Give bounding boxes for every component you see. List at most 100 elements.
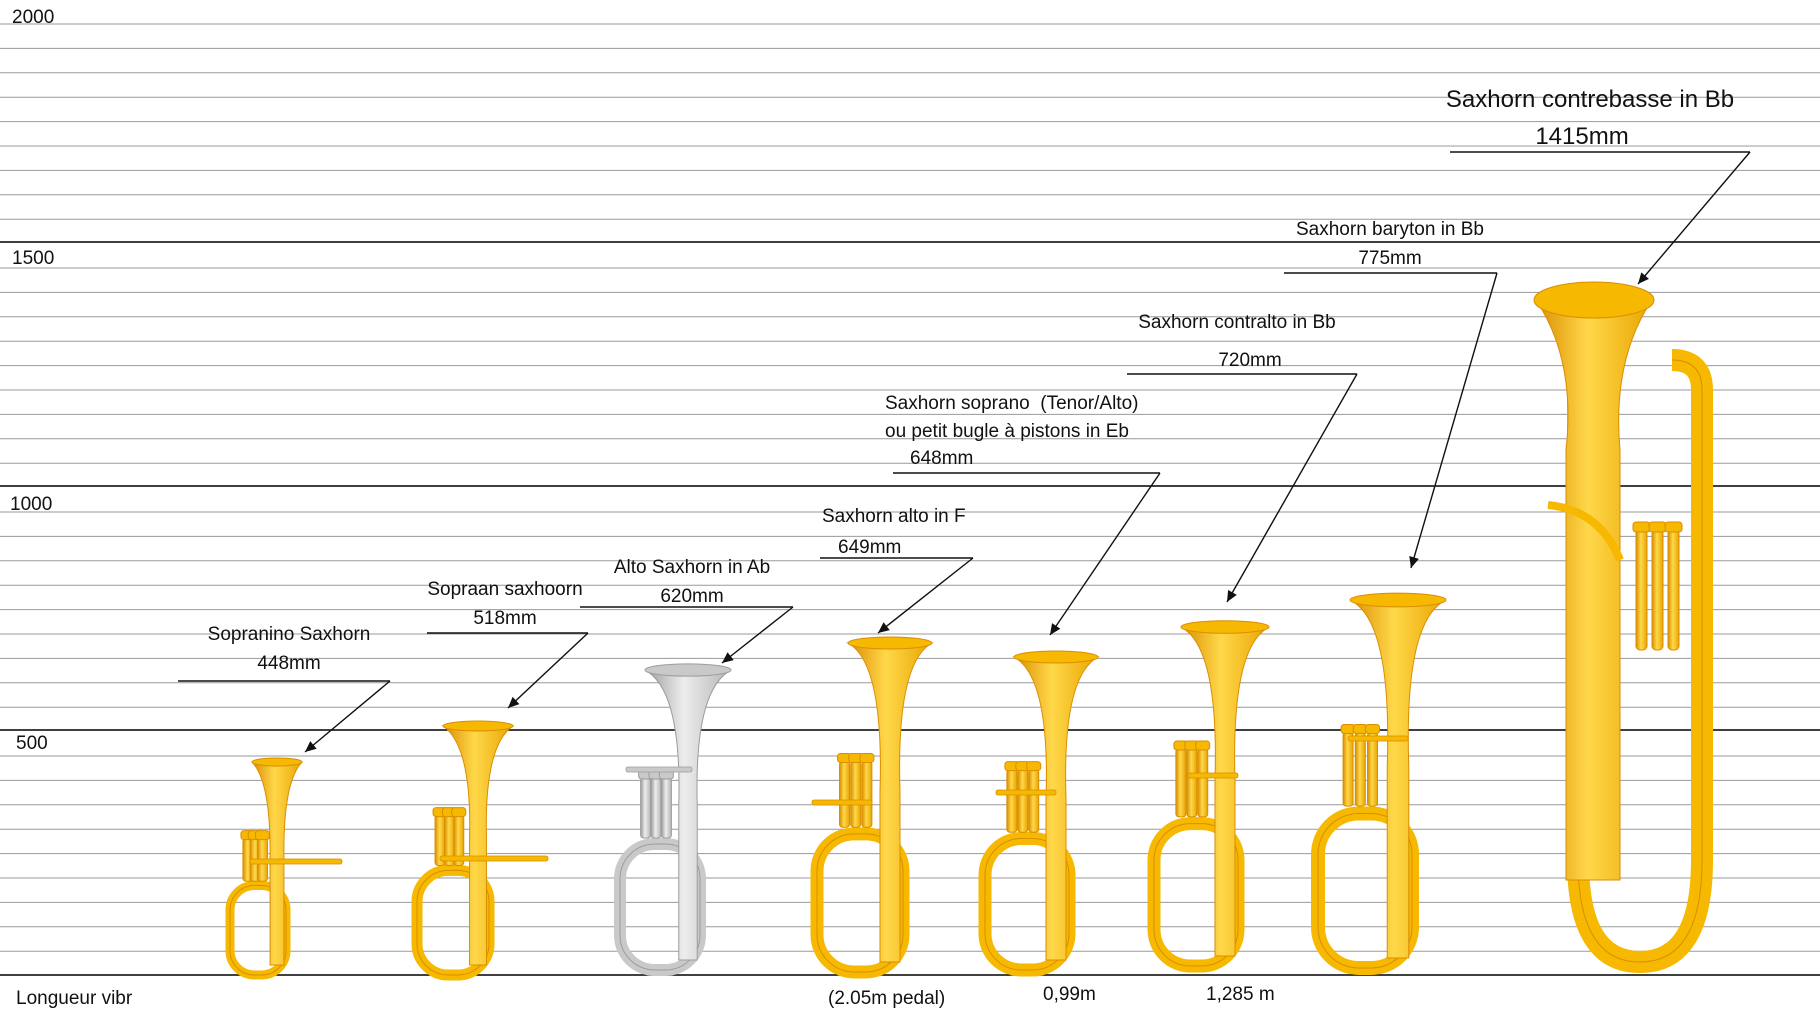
label-name-sopraan: Sopraan saxhoorn	[427, 579, 583, 600]
horn-leadpipe	[625, 766, 693, 773]
label-size-sopranino: 448mm	[257, 653, 321, 674]
label-name-sopranino: Sopranino Saxhorn	[207, 624, 371, 645]
horn-valve	[839, 760, 851, 828]
contrebasse-tube-edge	[1577, 359, 1703, 963]
leader-arrow-line	[304, 680, 391, 753]
leader-arrow-line	[1637, 151, 1751, 285]
leader-arrow-line	[1410, 272, 1498, 569]
horn-instrument	[810, 636, 934, 979]
label-name-alto-f: Saxhorn alto in F	[822, 506, 966, 527]
label-name-soprano-line1: Saxhorn soprano (Tenor/Alto)	[885, 393, 1139, 414]
horn-bell	[1349, 599, 1447, 959]
horn-leadpipe	[439, 855, 549, 862]
label-size-alto-f: 649mm	[838, 537, 902, 558]
horn-bell-rim	[1180, 620, 1270, 634]
contrebasse-valve-cap	[1664, 521, 1683, 533]
horn-bell	[1180, 626, 1270, 957]
label-size-contrebasse: 1415mm	[1535, 123, 1629, 150]
horn-valve	[1175, 748, 1187, 818]
horn-instrument-contrebasse	[1533, 281, 1713, 974]
label-name-soprano-line2: ou petit bugle à pistons in Eb	[885, 421, 1130, 442]
horn-valve	[1006, 769, 1018, 833]
horn-valve	[660, 777, 672, 839]
leader-arrow-line	[507, 632, 589, 709]
label-footnote-alto-f: (2.05m pedal)	[828, 988, 946, 1009]
horn-instrument	[1311, 592, 1447, 975]
arrowhead	[722, 652, 734, 663]
horn-loop-edge	[229, 885, 287, 976]
horn-bell-rim	[1349, 592, 1447, 608]
horn-valve-cap	[1026, 761, 1042, 772]
horn-instrument	[614, 663, 732, 976]
horn-bell	[644, 669, 732, 961]
horn-valve	[1017, 769, 1029, 833]
contrebasse-valve	[1651, 529, 1664, 651]
axis-tick-1000: 1000	[10, 494, 53, 515]
contrebasse-valve	[1667, 529, 1680, 651]
contrebasse-bell-rim	[1533, 281, 1655, 319]
contrebasse-valve-cap	[1648, 521, 1667, 533]
horn-valve	[861, 760, 873, 828]
horn-leadpipe	[249, 858, 343, 865]
contrebasse-valve	[1635, 529, 1648, 651]
leader-arrow-line	[1226, 373, 1358, 603]
horn-valve	[850, 760, 862, 828]
horn-leadpipe	[811, 799, 873, 806]
label-size-contralto: 720mm	[1218, 350, 1282, 371]
horn-leadpipe	[1187, 772, 1239, 779]
horn-valve	[640, 777, 652, 839]
arrowhead	[508, 696, 520, 708]
horn-valve	[1367, 731, 1379, 807]
label-name-alto-ab: Alto Saxhorn in Ab	[613, 557, 771, 578]
label-name-contrebasse: Saxhorn contrebasse in Bb	[1445, 86, 1735, 113]
label-footnote-contralto: 1,285 m	[1206, 984, 1275, 1005]
horn-instrument	[1147, 620, 1270, 973]
horn-leadpipe	[995, 789, 1057, 796]
horn-valve-cap	[1365, 723, 1381, 734]
horn-instrument	[225, 757, 343, 980]
horn-leadpipe	[1347, 735, 1409, 742]
horn-valve	[1354, 731, 1366, 807]
label-footnote-soprano: 0,99m	[1043, 984, 1096, 1005]
arrowhead	[1050, 623, 1061, 635]
label-name-contralto: Saxhorn contralto in Bb	[1138, 312, 1336, 333]
horn-valve-cap	[1195, 740, 1211, 751]
contrebasse-leadpipe	[1547, 501, 1624, 562]
label-size-alto-ab: 620mm	[660, 586, 724, 607]
axis-tick-500: 500	[16, 733, 48, 754]
label-size-sopraan: 518mm	[473, 608, 537, 629]
label-name-baryton: Saxhorn baryton in Bb	[1295, 219, 1485, 240]
horn-bell	[846, 642, 934, 963]
horn-valve	[1197, 748, 1209, 818]
axis-tick-1500: 1500	[12, 248, 55, 269]
horn-bell	[441, 725, 515, 966]
horn-instrument	[411, 720, 549, 981]
horn-valve	[1186, 748, 1198, 818]
contrebasse-valve-cap	[1632, 521, 1651, 533]
leader-arrow-line	[1049, 472, 1161, 636]
arrowhead	[1638, 272, 1649, 284]
arrowhead	[878, 622, 890, 633]
horn-loop-edge	[416, 869, 490, 976]
horn-loop-edge	[1153, 823, 1239, 967]
leader-arrow-line	[721, 606, 794, 664]
label-size-soprano: 648mm	[910, 448, 974, 469]
horn-bell-rim	[442, 720, 514, 732]
horn-bell-rim	[1013, 650, 1099, 664]
axis-bottom-label: Longueur vibr	[16, 988, 133, 1009]
horn-valve	[1342, 731, 1354, 807]
horn-bell-rim	[847, 636, 933, 650]
arrowhead	[1409, 556, 1419, 568]
horn-bell-rim	[251, 757, 303, 767]
label-size-baryton: 775mm	[1358, 248, 1422, 269]
horn-loop-edge	[1317, 812, 1413, 969]
horn-instrument	[978, 650, 1100, 977]
horn-valve	[650, 777, 662, 839]
horn-bell-rim	[644, 663, 732, 677]
horn-bell	[1012, 656, 1100, 961]
horn-valve-cap	[859, 752, 875, 763]
horn-loop-edge	[984, 838, 1070, 971]
axis-tick-2000: 2000	[12, 7, 55, 28]
